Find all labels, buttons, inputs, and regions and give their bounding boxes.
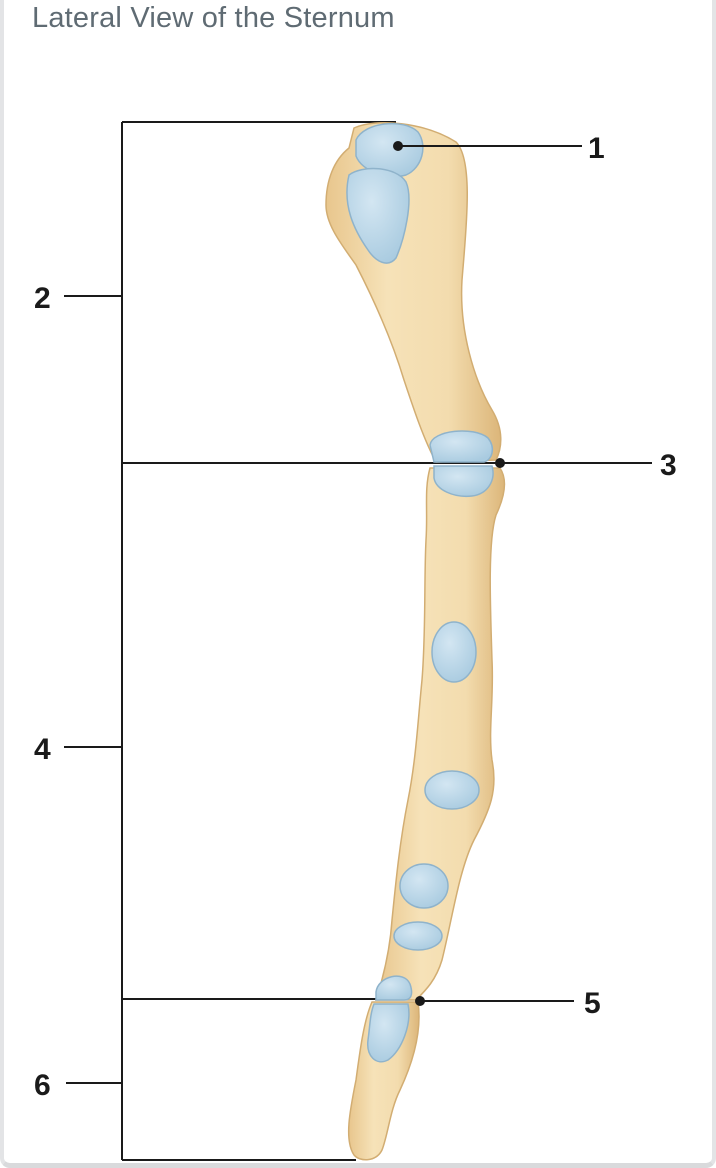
leader-dot-5 bbox=[415, 996, 425, 1006]
second-costal-facet-lower bbox=[433, 465, 494, 498]
costal-facets bbox=[346, 122, 494, 1063]
sixth-costal-facet bbox=[393, 921, 443, 951]
second-costal-facet-upper bbox=[429, 430, 494, 463]
sternal-body bbox=[374, 467, 506, 1001]
seventh-costal-facet-upper bbox=[375, 975, 413, 1001]
label-3: 3 bbox=[660, 449, 677, 482]
leader-dot-3 bbox=[495, 458, 505, 468]
third-costal-facet bbox=[431, 621, 477, 683]
first-costal-facet bbox=[346, 167, 410, 264]
leader-lines bbox=[64, 141, 652, 1084]
figure-title: Lateral View of the Sternum bbox=[32, 2, 395, 34]
sternum-bone bbox=[325, 121, 506, 1161]
leader-dot-1 bbox=[393, 141, 403, 151]
fourth-costal-facet bbox=[424, 770, 480, 810]
sternum-diagram: 1 2 3 4 5 6 bbox=[34, 121, 677, 1161]
label-1: 1 bbox=[588, 132, 605, 165]
label-2: 2 bbox=[34, 282, 51, 315]
fifth-costal-facet bbox=[399, 863, 449, 909]
labels: 1 2 3 4 5 6 bbox=[34, 132, 677, 1102]
seventh-costal-facet-lower bbox=[367, 1003, 410, 1063]
label-6: 6 bbox=[34, 1069, 51, 1102]
label-5: 5 bbox=[584, 987, 601, 1020]
label-4: 4 bbox=[34, 733, 51, 766]
